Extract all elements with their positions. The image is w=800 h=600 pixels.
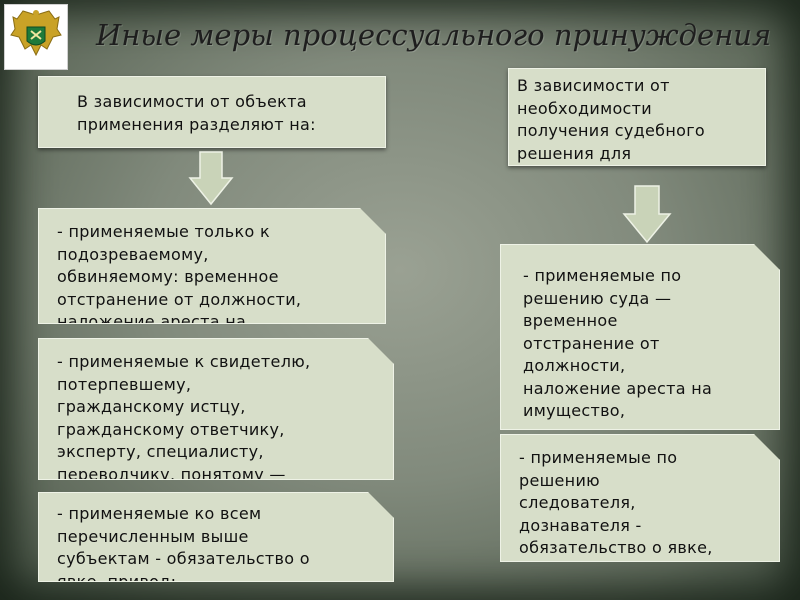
right-item-box-2: - применяемые по решению следователя, до…: [500, 434, 780, 562]
slide-title: Иные меры процессуального принуждения: [96, 18, 772, 52]
left-header-text: В зависимости от объекта применения разд…: [77, 92, 316, 134]
right-item-text-1: - применяемые по решению суда — временно…: [523, 266, 713, 420]
right-item-text-2: - применяемые по решению следователя, до…: [519, 448, 713, 557]
left-item-box-1: - применяемые только к подозреваемому, о…: [38, 208, 386, 324]
right-header-box: В зависимости от необходимости получения…: [508, 68, 766, 166]
arrow-down-icon: [622, 185, 672, 244]
customs-emblem-icon: [4, 4, 68, 70]
right-header-text: В зависимости от необходимости получения…: [517, 76, 705, 163]
left-item-box-3: - применяемые ко всем перечисленным выше…: [38, 492, 394, 582]
left-header-box: В зависимости от объекта применения разд…: [38, 76, 386, 148]
left-item-text-2: - применяемые к свидетелю, потерпевшему,…: [57, 352, 311, 480]
left-item-box-2: - применяемые к свидетелю, потерпевшему,…: [38, 338, 394, 480]
arrow-down-icon: [188, 151, 234, 206]
left-item-text-3: - применяемые ко всем перечисленным выше…: [57, 504, 310, 582]
right-item-box-1: - применяемые по решению суда — временно…: [500, 244, 780, 430]
left-item-text-1: - применяемые только к подозреваемому, о…: [57, 222, 302, 324]
